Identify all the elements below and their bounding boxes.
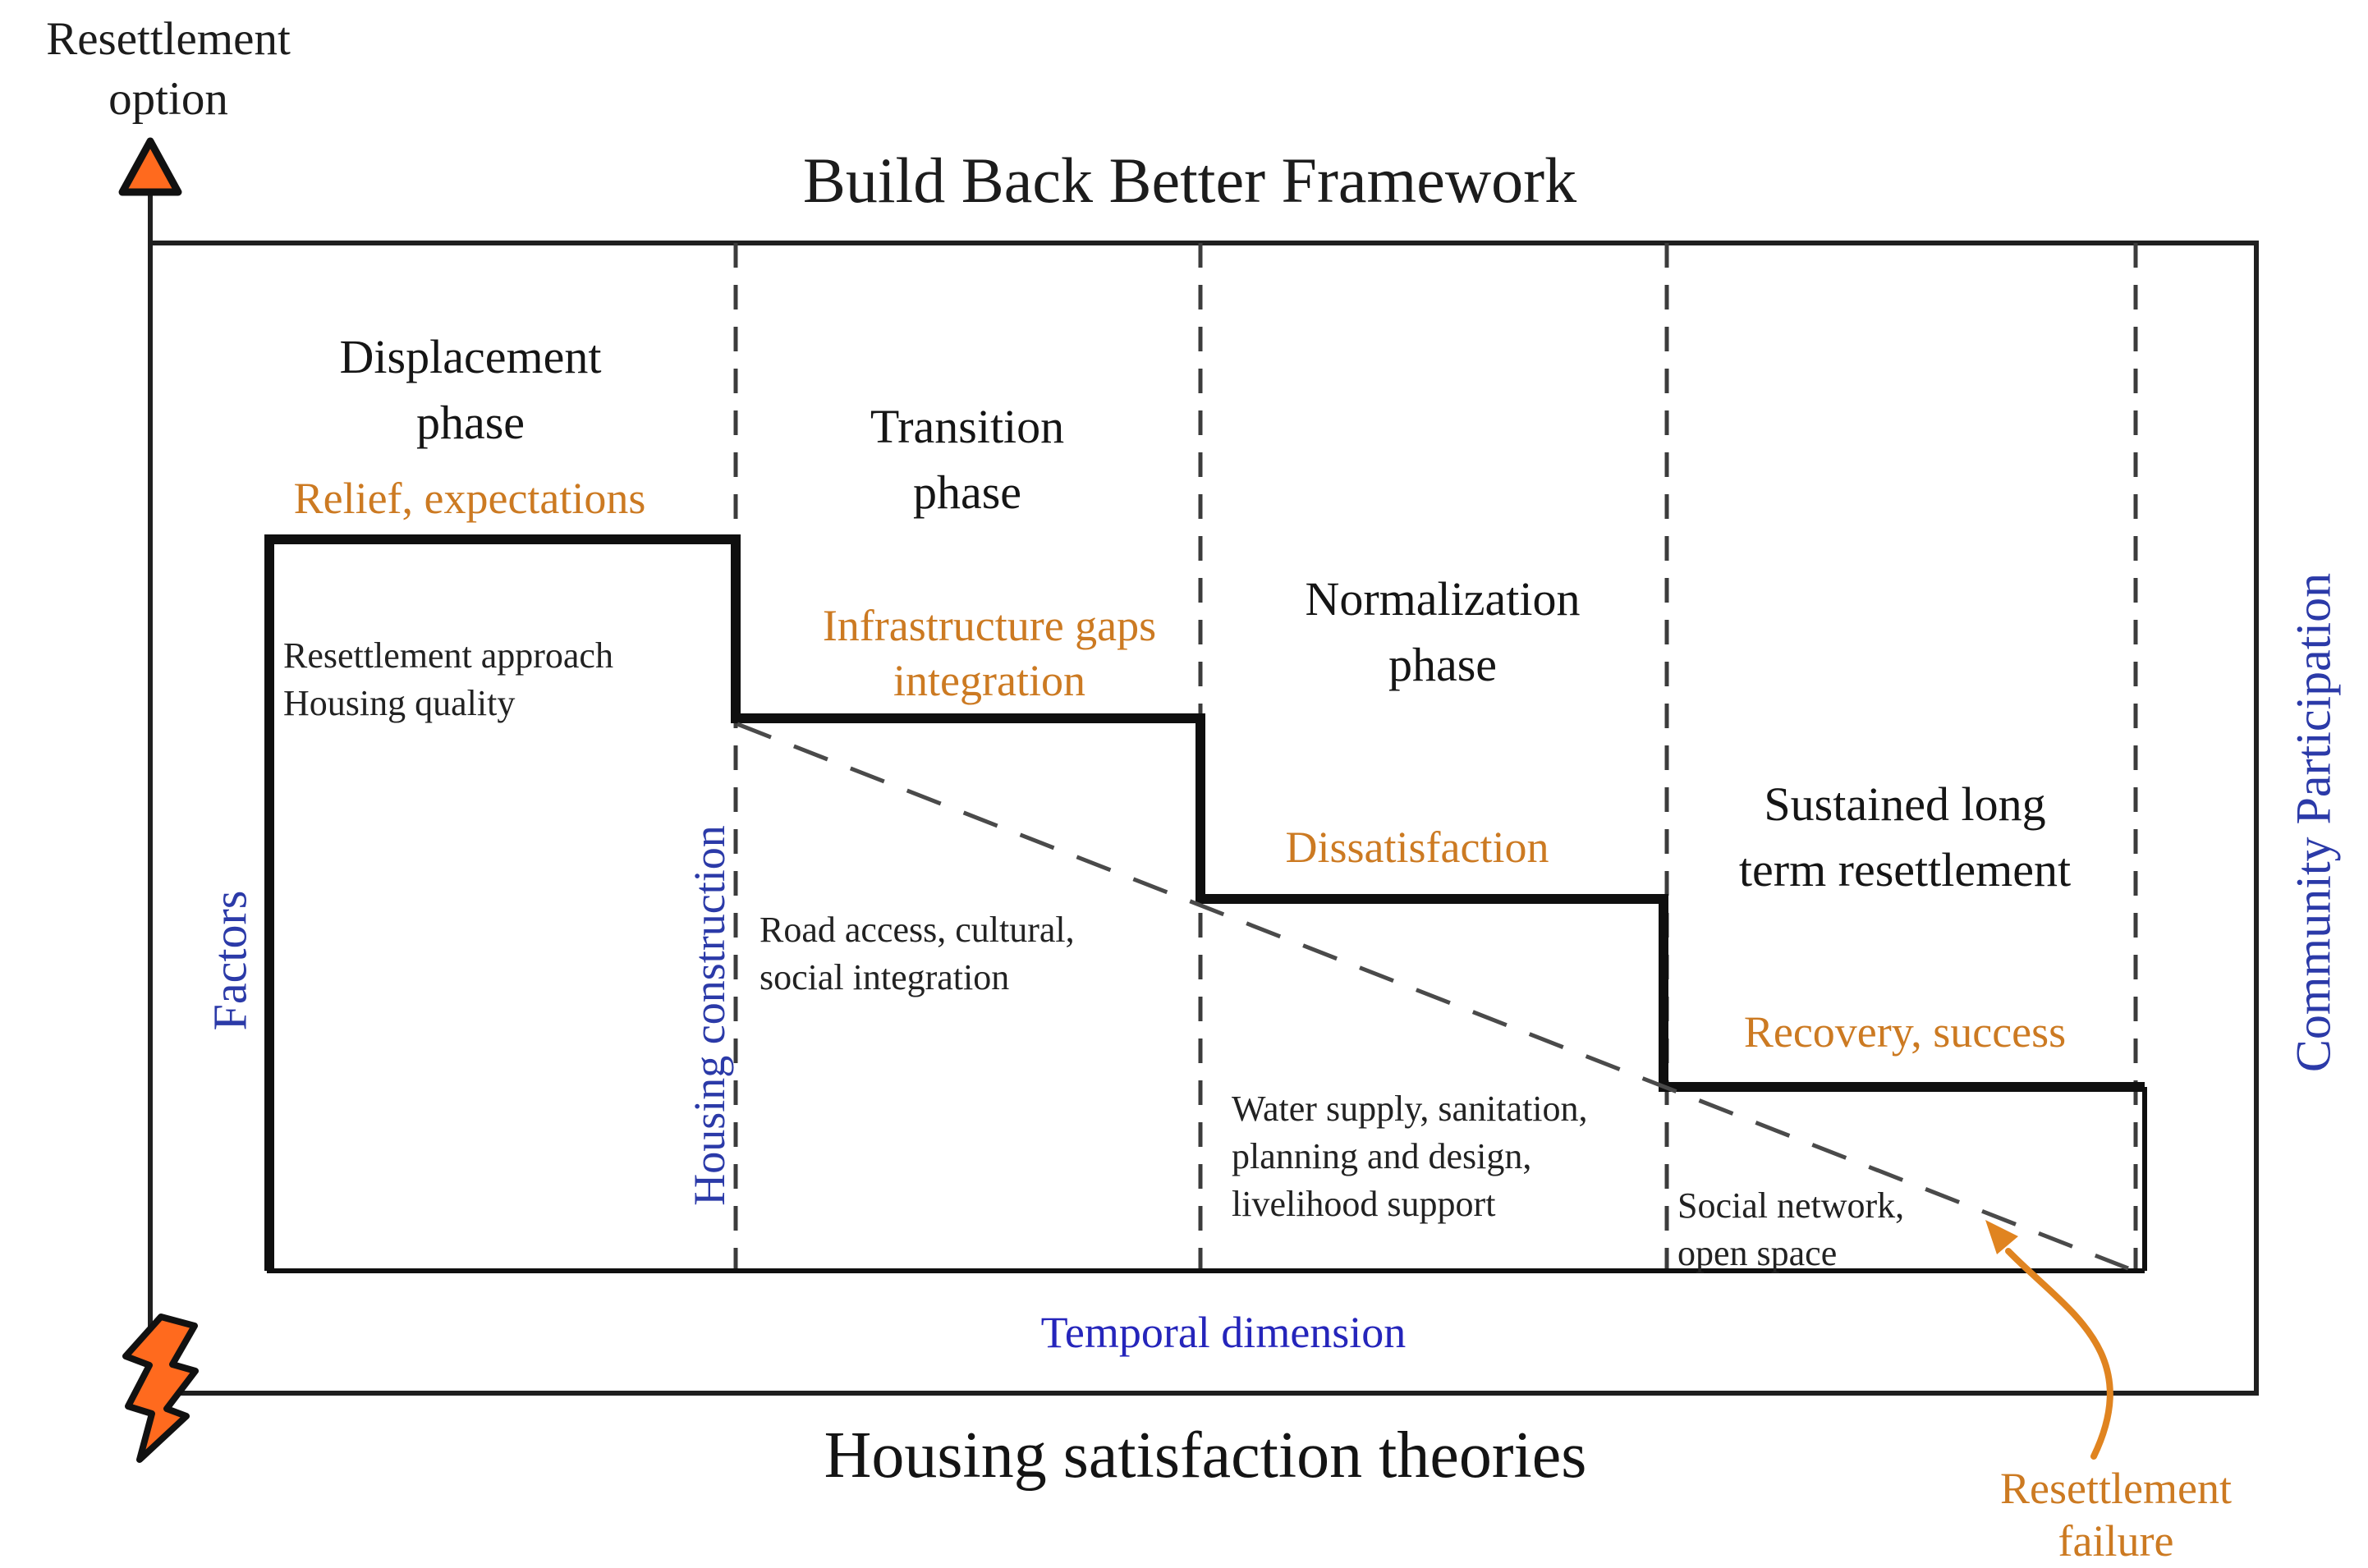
resettlement-step-curve <box>264 534 2145 1271</box>
failure-arrow <box>2005 1248 2113 1460</box>
diagram-title: Build Back Better Framework <box>802 144 1577 216</box>
phase-highlight-sustained: Recovery, success <box>1743 1007 2067 1057</box>
phase-highlight-displacement: Relief, expectations <box>293 474 646 523</box>
temporal-dimension-label: Temporal dimension <box>1040 1308 1407 1357</box>
y-axis-label: Resettlement option <box>46 13 291 125</box>
phase-highlight-normalization: Dissatisfaction <box>1285 823 1549 872</box>
phase-title-normalization: Normalization phase <box>1305 572 1581 692</box>
phase-title-sustained: Sustained long term resettlement <box>1738 777 2072 897</box>
y-axis-arrowhead-icon <box>118 137 182 196</box>
failure-arrowhead-icon <box>1985 1220 2018 1254</box>
phase-factors-transition: Road access, cultural, social integratio… <box>760 910 1075 998</box>
housing-satisfaction-theories-label: Housing satisfaction theories <box>824 1419 1587 1492</box>
phase-highlight-transition: Infrastructure gaps integration <box>822 601 1157 705</box>
failure-trajectory-dashed-line <box>737 722 2129 1271</box>
phase-factors-displacement: Resettlement approach Housing quality <box>283 635 613 724</box>
lightning-bolt-icon <box>122 1314 199 1463</box>
phase-factors-sustained: Social network, open space <box>1677 1185 1905 1274</box>
phase-title-displacement: Displacement phase <box>339 330 602 450</box>
phase-factors-normalization: Water supply, sanitation, planning and d… <box>1232 1089 1588 1225</box>
phase-title-transition: Transition phase <box>870 400 1065 520</box>
resettlement-failure-label: Resettlement failure <box>2000 1464 2232 1566</box>
